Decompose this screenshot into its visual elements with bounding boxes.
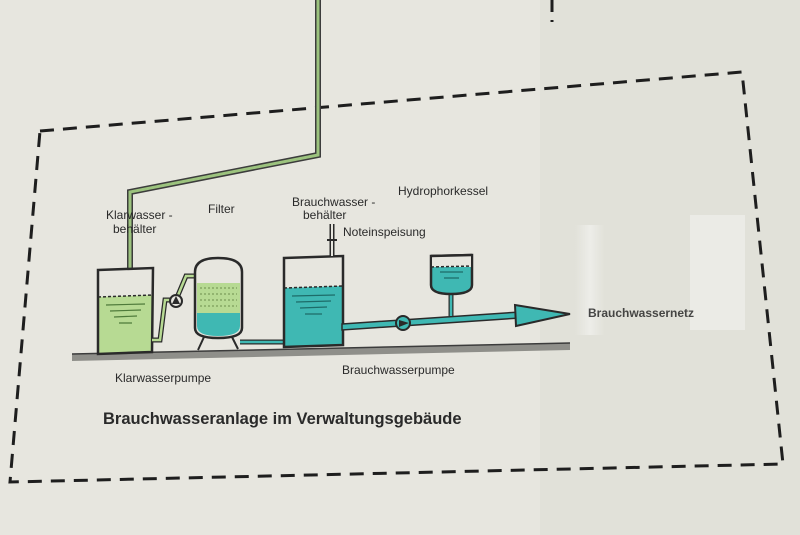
floor-top-edge xyxy=(71,342,571,355)
klarwasser-tank xyxy=(96,266,155,356)
feed-pipe xyxy=(128,0,320,268)
label-brauchwasser-line1: Brauchwasser - xyxy=(292,195,375,209)
diagram-title: Brauchwasseranlage im Verwaltungsgebäude xyxy=(103,410,462,428)
label-noteinspeisung: Noteinspeisung xyxy=(343,225,426,239)
label-brauchwassernetz: Brauchwassernetz xyxy=(588,306,694,320)
brauchwasser-tank xyxy=(282,254,345,349)
label-brauchwasser-line2: behälter xyxy=(303,208,346,222)
outlet-arrow xyxy=(513,303,571,328)
brauchwasserpumpe-symbol xyxy=(395,315,411,331)
label-klarwasser-line2: behälter xyxy=(113,222,156,236)
hydrophorkessel-vessel xyxy=(429,253,474,316)
label-hydrophorkessel: Hydrophorkessel xyxy=(398,184,488,198)
glare-right xyxy=(690,215,745,330)
label-filter: Filter xyxy=(208,202,235,216)
label-klarwasserpumpe: Klarwasserpumpe xyxy=(115,371,211,385)
klarwasserpumpe-symbol xyxy=(169,294,183,308)
dashed-boundary xyxy=(8,70,785,484)
label-klarwasser-line1: Klarwasser - xyxy=(106,208,173,222)
label-brauchwasserpumpe: Brauchwasserpumpe xyxy=(342,363,455,377)
filter-vessel xyxy=(193,256,244,351)
floor-base xyxy=(72,343,570,361)
glare-left xyxy=(575,225,605,335)
